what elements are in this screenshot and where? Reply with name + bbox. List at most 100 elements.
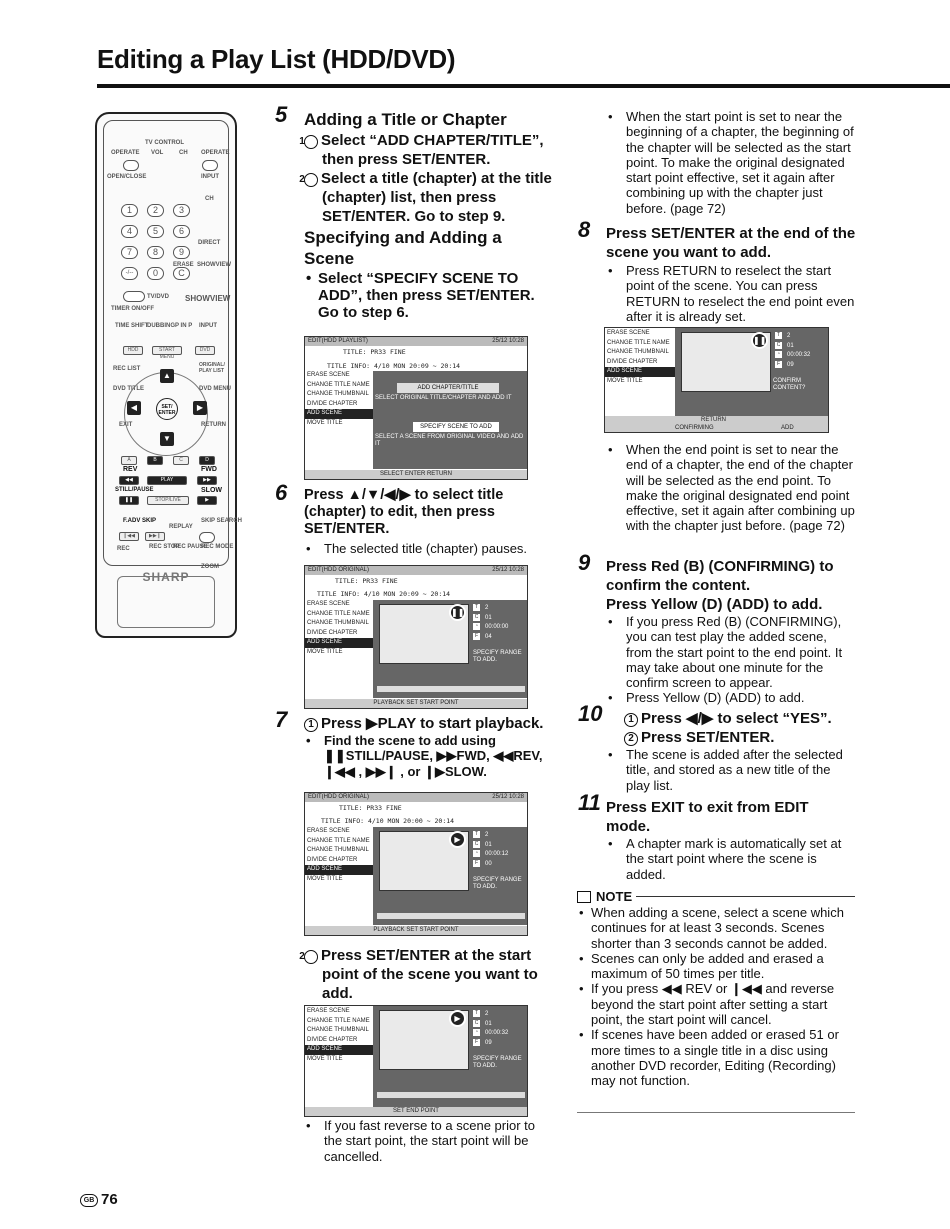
start-menu-button: START MENU	[152, 346, 182, 360]
screen-header: EDIT(HDD PLAYLIST)25/12 10:28	[305, 337, 527, 346]
remote-label: EXIT	[119, 422, 133, 428]
step8-block: Press SET/ENTER at the end of the scene …	[606, 224, 856, 324]
note-label: NOTE	[596, 889, 633, 904]
substep-text: Press ◀/▶ to select “YES”.	[641, 710, 832, 727]
screen-footer: PLAYBACK SET START POINT	[305, 926, 527, 935]
menu-item: DIVIDE CHAPTER	[307, 629, 358, 636]
title-number: 2	[485, 1011, 489, 1018]
pause-icon: ❚❚	[449, 604, 466, 621]
title-icon: T	[473, 1010, 480, 1017]
note-header: NOTE	[577, 889, 855, 904]
frame-number: 09	[787, 361, 794, 368]
skip-forward-button: ▶▶❙	[145, 532, 165, 541]
circle-number: 1	[624, 713, 638, 727]
specify-range-text: SPECIFY RANGE TO ADD.	[473, 1056, 522, 1069]
play-icon: ▶	[449, 1010, 466, 1027]
digit-button: 1	[121, 204, 138, 217]
left-arrow-icon: ◀	[127, 401, 141, 415]
bullet-item: When the start point is set to near the …	[606, 109, 856, 216]
remote-label: REC STOP	[149, 544, 180, 550]
step-heading: Press ▲/▼/◀/▶ to select title (chapter) …	[304, 487, 504, 537]
note-item: If scenes have been added or erased 51 o…	[577, 1027, 855, 1088]
frame-icon: F	[473, 1038, 480, 1046]
menu-item: CHANGE TITLE NAME	[607, 339, 670, 346]
remote-label: CH	[205, 196, 214, 202]
down-arrow-icon: ▼	[160, 432, 174, 446]
operate-button	[123, 160, 139, 171]
menu-item: ERASE SCENE	[307, 828, 350, 834]
right-top-block: When the start point is set to near the …	[606, 109, 856, 216]
bullet-item: The scene is added after the selected ti…	[606, 747, 856, 793]
digit-button: 5	[147, 225, 164, 238]
circle-number: 1	[299, 135, 318, 149]
remote-label: ERASE	[173, 262, 194, 268]
menu-item: MOVE TITLE	[307, 648, 343, 655]
title-number: 2	[787, 333, 791, 340]
chapter-icon: C	[473, 840, 480, 848]
title-number: 2	[485, 605, 489, 612]
remote-label: INPUT	[199, 323, 217, 329]
remote-label: REC PAUSE	[173, 544, 208, 550]
remote-label: ZOOM	[201, 564, 219, 570]
bullet-item: A chapter mark is automatically set at t…	[606, 836, 856, 882]
tv-dvd-button	[123, 291, 145, 302]
digit-button: -/--	[121, 267, 138, 280]
screen-footer: SELECT ENTER RETURN	[305, 470, 527, 479]
menu-item-selected: ADD SCENE	[305, 1045, 375, 1055]
note-item: If you press ◀◀ REV or ❙◀◀ and reverse b…	[577, 981, 855, 1027]
set-enter-button: SET/ ENTER	[156, 398, 178, 420]
screen-footer: SET END POINT	[305, 1107, 527, 1116]
menu-item: MOVE TITLE	[307, 419, 343, 426]
menu-item: DIVIDE CHAPTER	[307, 856, 358, 863]
bullet-item: Press RETURN to reselect the start point…	[606, 263, 856, 324]
screen-title-line: TITLE: PR33 FINE	[343, 348, 406, 356]
digit-button: 9	[173, 246, 190, 259]
fwd-button: ▶▶	[197, 476, 217, 485]
step7-note: If you fast reverse to a scene prior to …	[304, 1118, 554, 1164]
step-number: 5	[275, 102, 288, 127]
c-button: C	[173, 456, 189, 465]
chapter-number: 01	[485, 1020, 492, 1027]
edit-menu: ERASE SCENE CHANGE TITLE NAME CHANGE THU…	[305, 371, 375, 429]
digit-button: 7	[121, 246, 138, 259]
return-label: RETURN	[701, 417, 726, 423]
play-button: PLAY	[147, 476, 187, 485]
menu-item: CHANGE TITLE NAME	[307, 381, 370, 388]
edit-playlist-screen: EDIT(HDD PLAYLIST)25/12 10:28 TITLE: PR3…	[304, 336, 528, 480]
remote-label: TV/DVD	[147, 294, 170, 300]
menu-item: CHANGE THUMBNAIL	[307, 391, 369, 398]
bullet-item: Select “SPECIFY SCENE TO ADD”, then pres…	[304, 270, 554, 321]
note-end-rule	[577, 1112, 855, 1113]
frame-icon: F	[473, 632, 480, 640]
add-label: ADD	[781, 425, 794, 431]
stop-live-button: STOP/LIVE	[147, 496, 189, 505]
bullet-item: If you press Red (B) (CONFIRMING), you c…	[606, 614, 856, 690]
note-divider	[636, 896, 855, 897]
remote-label: P IN P	[175, 323, 193, 329]
menu-item: MOVE TITLE	[307, 875, 343, 882]
chapter-icon: C	[775, 341, 782, 349]
step-number: 10	[578, 701, 603, 726]
edit-original-screen: EDIT(HDD ORIGINAL)25/12 10:28 TITLE: PR3…	[304, 792, 528, 936]
remote-label: REPLAY	[169, 524, 193, 530]
specify-range-text: SPECIFY RANGE TO ADD.	[473, 650, 522, 663]
screen-header: EDIT(HDD ORIGINAL)25/12 10:28	[305, 566, 527, 575]
region-badge: GB	[80, 1194, 98, 1207]
step-number: 9	[578, 550, 591, 575]
step11-block: Press EXIT to exit from EDIT mode. A cha…	[606, 798, 856, 882]
screen-datetime: 25/12 10:28	[492, 567, 524, 573]
remote-label: F.ADV SKIP	[123, 518, 157, 524]
screen-datetime: 25/12 10:28	[492, 338, 524, 344]
screen-info-line: TITLE INFO: 4/10 MON 20:00 ~ 20:14	[321, 817, 455, 825]
chapter-number: 01	[485, 614, 492, 621]
time-counter: 00:00:12	[485, 851, 509, 858]
menu-item: ERASE SCENE	[307, 1008, 350, 1014]
menu-item: CHANGE TITLE NAME	[307, 1017, 370, 1024]
section-heading: Specifying and Adding a Scene	[304, 228, 502, 268]
step6-block: Press ▲/▼/◀/▶ to select title (chapter) …	[304, 487, 554, 557]
chapter-number: 01	[787, 342, 794, 349]
screen-info-line: TITLE INFO: 4/10 MON 20:09 ~ 20:14	[317, 590, 451, 598]
